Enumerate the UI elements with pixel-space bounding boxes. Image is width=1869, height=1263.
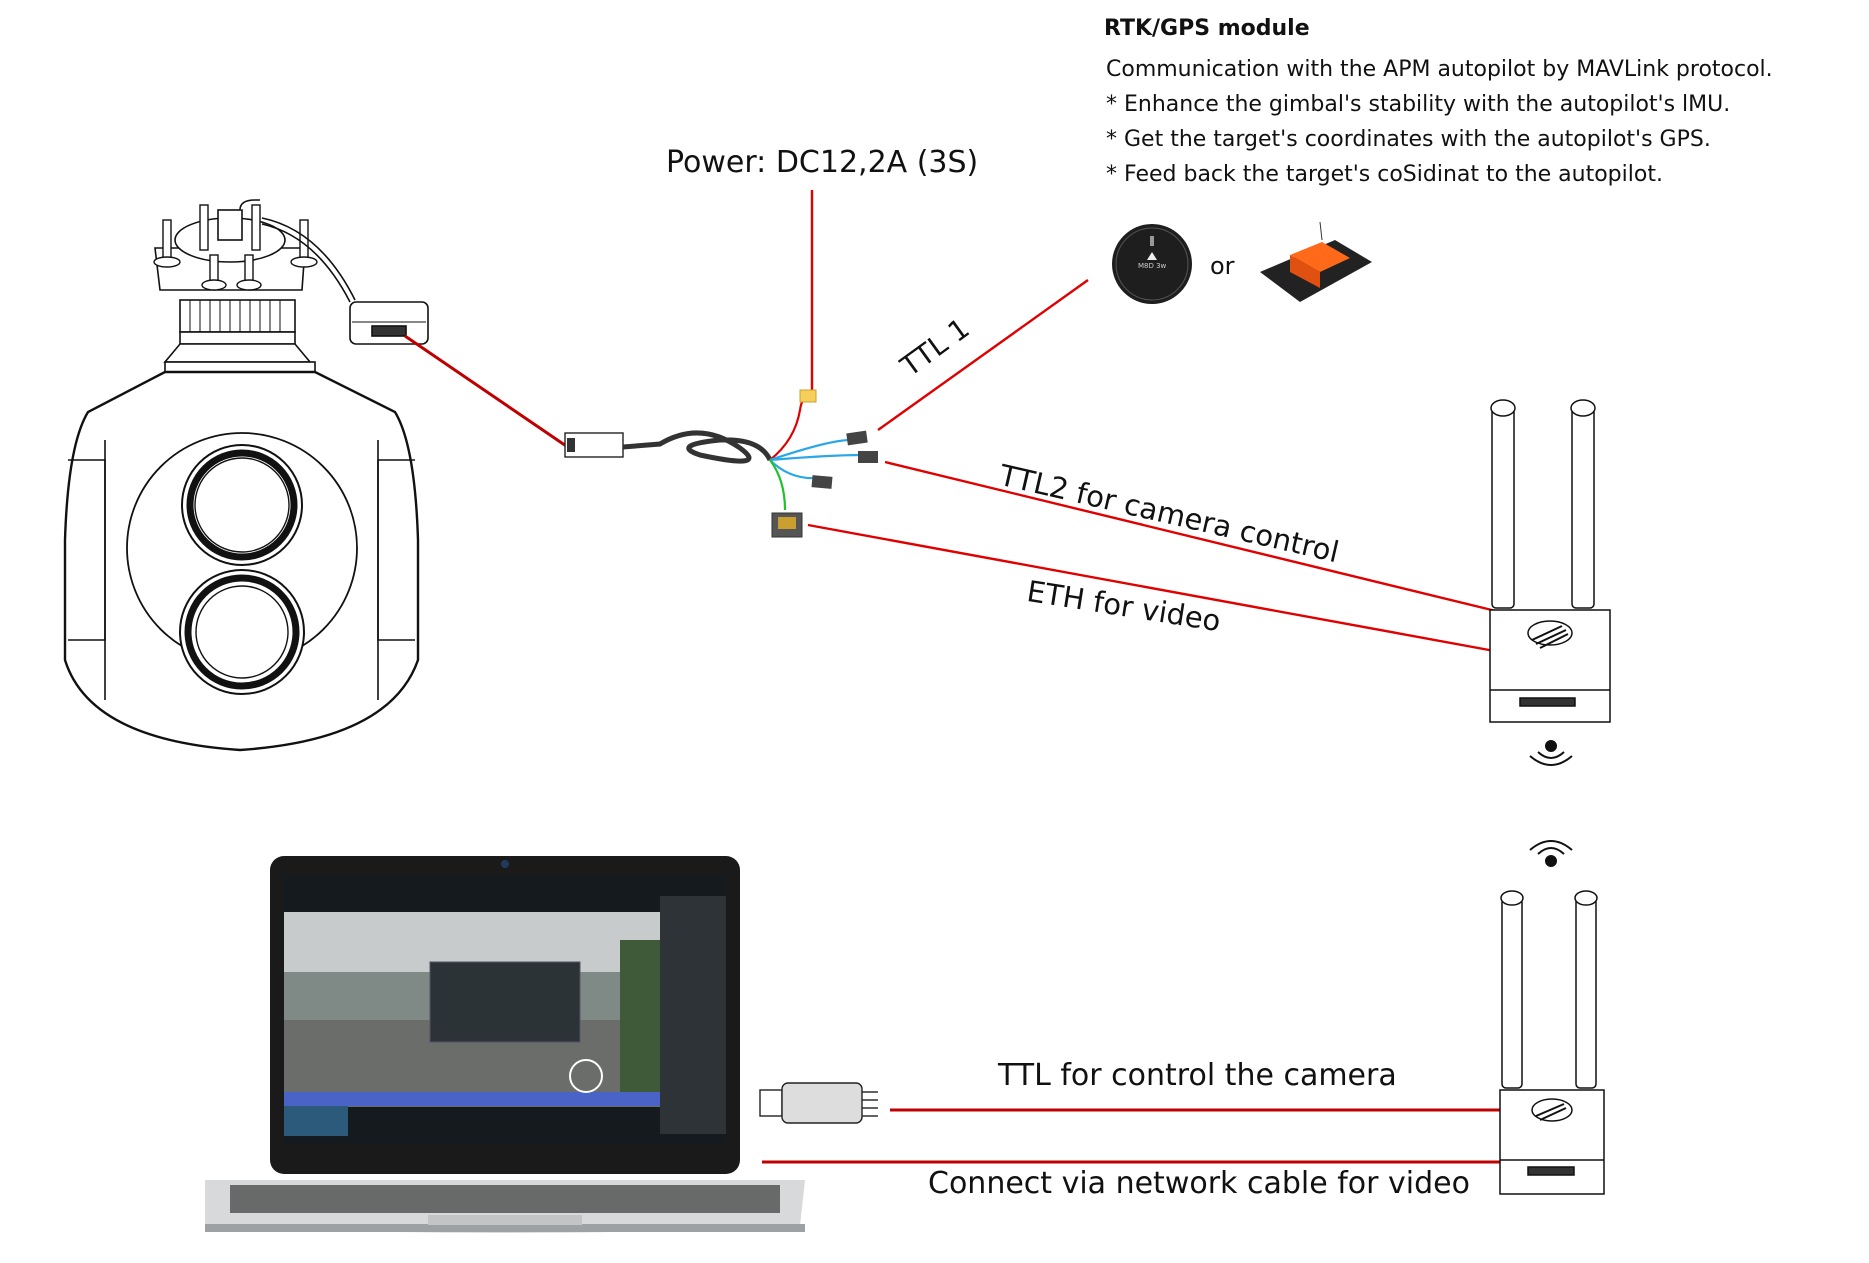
xt30-connector [799, 389, 817, 403]
ground-ttl-label: TTL for control the camera [998, 1058, 1397, 1093]
wire-gimbal-to-adapter [404, 334, 576, 454]
rtk-description-line: Communication with the APM autopilot by … [1106, 57, 1773, 82]
wire-ttl2 [884, 460, 1501, 614]
rtk-module-title: RTK/GPS module [1104, 16, 1310, 41]
ttl2-plug [858, 451, 878, 463]
ground-eth-label: Connect via network cable for video [928, 1166, 1470, 1201]
or-label: or [1210, 252, 1235, 280]
rtk-feature-feedback: * Feed back the target's coSidinat to th… [1106, 162, 1663, 187]
ttl1-plug [846, 430, 868, 446]
wireless-signal-icon-ground [1529, 840, 1573, 867]
wire-ttl1 [877, 279, 1089, 431]
cable-harness [564, 389, 878, 538]
gps-module-label: M8D 3w [1138, 262, 1167, 270]
air-datalink-unit [1489, 399, 1611, 723]
usb-ttl-dongle [759, 1082, 878, 1124]
ground-datalink-unit [1499, 890, 1605, 1195]
rtk-feature-gps: * Get the target's coordinates with the … [1106, 127, 1711, 152]
gps-module-icon [1112, 224, 1192, 304]
power-label: Power: DC12,2A (3S) [666, 145, 979, 180]
wire-eth [807, 523, 1501, 654]
flight-controller-icon [1260, 221, 1372, 302]
gimbal-camera [63, 199, 420, 752]
signal-wires [404, 190, 1501, 1164]
rtk-feature-imu: * Enhance the gimbal's stability with th… [1106, 92, 1731, 117]
gimbal-interface-box [349, 301, 429, 345]
spare-plug [811, 475, 833, 489]
wireless-signal-icon-air [1529, 740, 1573, 766]
laptop-ground-station [205, 856, 805, 1233]
